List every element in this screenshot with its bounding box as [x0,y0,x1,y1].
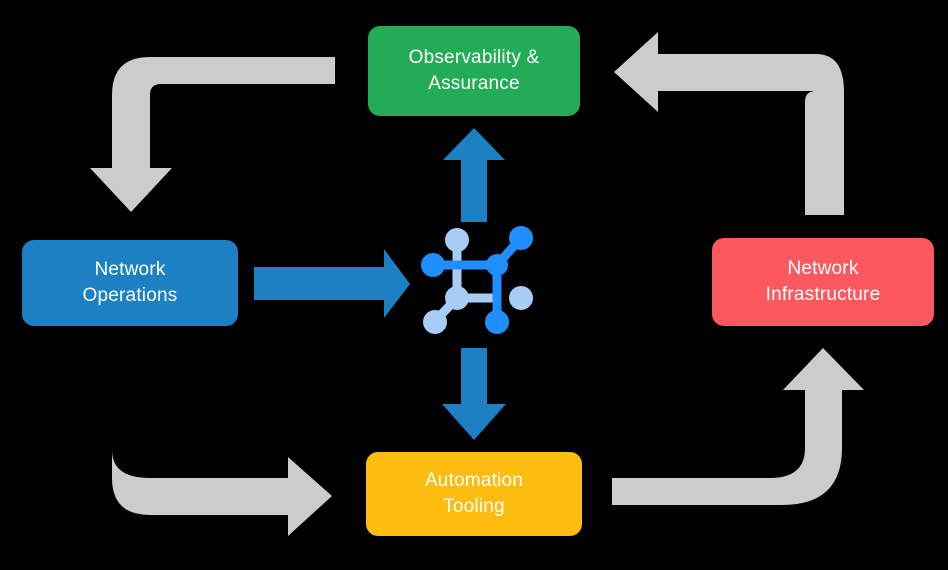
node-bottom-left-light [445,286,469,310]
arrow-automation-to-infrastructure [612,348,864,505]
node-top-right-dark [509,226,533,250]
node-label-network-infrastructure: Network Infrastructure [765,258,881,305]
arrow-infrastructure-to-observability [614,32,844,215]
node-box-observability-assurance[interactable]: Observability & Assurance [368,26,580,116]
node-bottom-far-left-light [423,310,447,334]
node-center-dark [486,254,508,276]
node-box-network-operations[interactable]: Network Operations [22,240,238,326]
arrow-center-to-automation [442,348,506,440]
arrow-operations-to-center [254,249,410,318]
arrow-observability-to-operations [90,57,335,212]
node-left-dark [421,253,445,277]
arrow-center-to-observability [443,128,505,222]
node-label-automation-tooling: Automation Tooling [424,470,524,517]
node-box-network-infrastructure[interactable]: Network Infrastructure [712,238,934,326]
node-bottom-dark [485,310,509,334]
node-label-network-operations: Network Operations [82,259,178,306]
node-right-light [509,286,533,310]
node-label-observability-assurance: Observability & Assurance [408,47,540,94]
node-top-left-light [445,228,469,252]
arrow-operations-to-automation [112,355,332,536]
node-box-automation-tooling[interactable]: Automation Tooling [366,452,582,536]
